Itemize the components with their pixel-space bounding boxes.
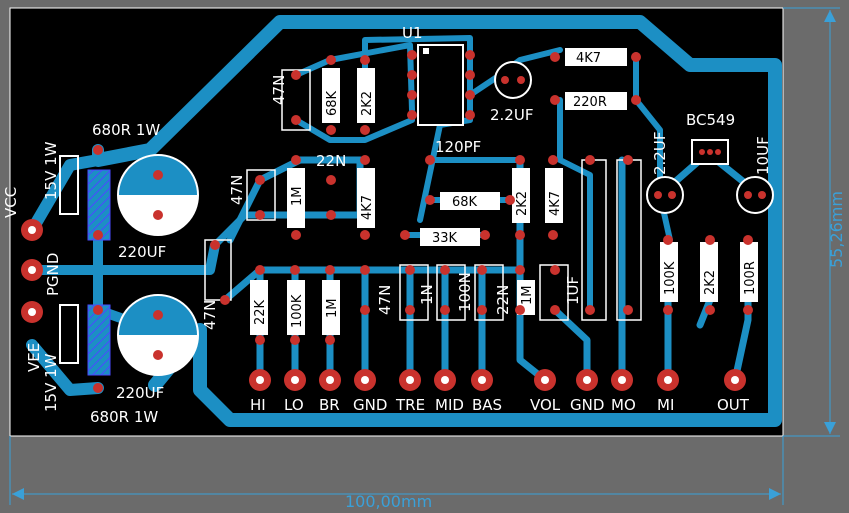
label-c-47n-c: 47N — [201, 300, 219, 330]
label-r-4k7-b: 4K7 — [548, 191, 563, 216]
label-c-2u2-a: 2.2UF — [490, 106, 533, 124]
zener-top-label: 15V 1W — [42, 141, 60, 200]
label-c-47n-b: 47N — [228, 175, 246, 205]
label-r-1m-a: 1M — [290, 187, 305, 207]
dimension-horizontal: 100,00mm — [9, 436, 784, 511]
ic-u1-label: U1 — [402, 24, 423, 42]
dim-width-label: 100,00mm — [345, 492, 432, 511]
connector-label-mid: MID — [435, 396, 464, 414]
label-q-bc549: BC549 — [686, 111, 735, 129]
label-c-10uf: 10UF — [754, 136, 772, 175]
label-c-47n-d: 47N — [376, 285, 394, 315]
label-r-2k2-a: 2K2 — [360, 91, 375, 116]
label-c-22n-b: 22N — [494, 285, 512, 315]
connector-label-vol: VOL — [530, 396, 561, 414]
label-c-1n: 1N — [418, 284, 436, 305]
zener-top — [87, 169, 111, 241]
cap-2u2-a — [494, 61, 532, 99]
connector-pads[interactable] — [21, 219, 746, 391]
cap-2u2-b — [646, 176, 684, 214]
connector-label-br: BR — [319, 396, 340, 414]
connector-label-tre: TRE — [395, 396, 425, 414]
zener-top-outline — [59, 155, 79, 215]
label-c-1uf: 1UF — [564, 276, 582, 305]
vee-label: VEE — [25, 343, 43, 372]
zener-bottom — [87, 304, 111, 376]
dim-height-label: 55,26mm — [827, 191, 846, 268]
label-c-100n: 100N — [456, 272, 474, 312]
connector-label-bas: BAS — [472, 396, 502, 414]
label-r-100k-b: 100K — [663, 261, 678, 295]
film-cap-boxes — [204, 69, 642, 321]
label-r-100k-a: 100K — [290, 294, 305, 328]
label-r-22k: 22K — [253, 299, 268, 325]
ic-u1 — [407, 44, 475, 126]
pgnd-label: PGND — [44, 253, 62, 296]
dimension-vertical: 55,26mm — [783, 7, 846, 437]
resistor-bodies — [250, 48, 758, 335]
vcc-label: VCC — [2, 187, 20, 218]
label-r-4k7-a: 4K7 — [360, 195, 375, 220]
connector-label-hi: HI — [250, 396, 266, 414]
label-r-68k-a: 68K — [325, 90, 340, 116]
label-c-22n-a: 22N — [316, 152, 346, 170]
connector-label-gnd-1: GND — [353, 396, 387, 414]
label-r-1m-c: 1M — [520, 286, 535, 306]
cap-220uf-top — [117, 154, 199, 236]
label-r-2k2-c: 2K2 — [703, 270, 718, 295]
label-r-33k: 33K — [432, 231, 458, 246]
label-r-4k7-top: 4K7 — [576, 51, 601, 66]
connector-label-gnd-2: GND — [570, 396, 604, 414]
cap-bottom-label: 220UF — [116, 384, 164, 402]
zener-bottom-outline — [59, 304, 79, 364]
connector-label-out: OUT — [717, 396, 750, 414]
r-680-top-label: 680R 1W — [92, 121, 160, 139]
label-r-1m-b: 1M — [325, 299, 340, 319]
label-c-47n-a: 47N — [270, 75, 288, 105]
connector-label-mi: MI — [657, 396, 674, 414]
cap-220uf-bottom — [117, 294, 199, 376]
zener-bottom-label: 15V 1W — [42, 353, 60, 412]
cap-10uf — [736, 176, 774, 214]
label-r-220r: 220R — [573, 95, 607, 110]
label-r-68k-b: 68K — [452, 195, 478, 210]
label-r-100r: 100R — [743, 261, 758, 295]
label-c-120pf: 120PF — [435, 138, 481, 156]
r-680-bottom-label: 680R 1W — [90, 408, 158, 426]
cap-top-label: 220UF — [118, 243, 166, 261]
connector-label-mo: MO — [611, 396, 636, 414]
connector-label-lo: LO — [284, 396, 304, 414]
component-pads — [93, 52, 753, 393]
label-c-2u2-b: 2.2UF — [651, 132, 669, 175]
transistor-bc549 — [691, 139, 729, 165]
label-r-2k2-b: 2K2 — [515, 191, 530, 216]
